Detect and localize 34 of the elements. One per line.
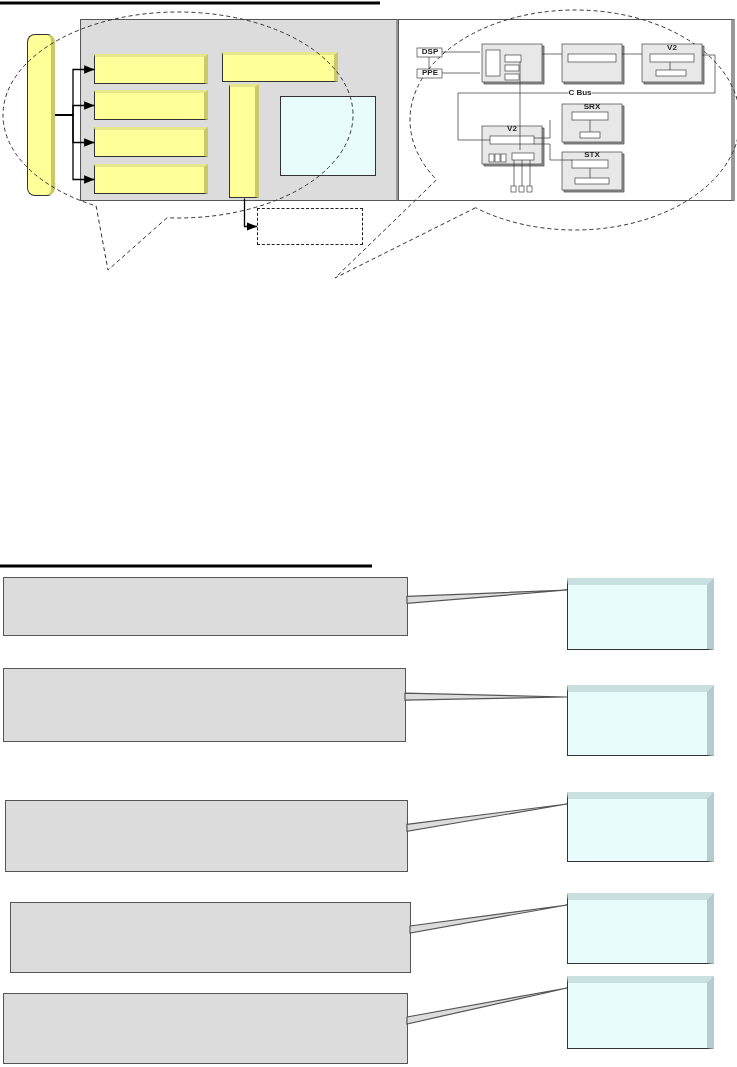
callout-box bbox=[3, 993, 408, 1064]
callout-tail bbox=[406, 803, 568, 833]
block-box bbox=[94, 54, 208, 84]
block-box bbox=[567, 792, 714, 862]
component-label: V2 bbox=[507, 125, 517, 133]
block-box bbox=[94, 127, 208, 157]
component-label: V2 bbox=[667, 44, 677, 52]
bar-box bbox=[27, 34, 55, 196]
callout-tail bbox=[406, 987, 568, 1025]
component-label: DSP bbox=[421, 48, 439, 56]
component-label: PPE bbox=[422, 69, 438, 77]
component-label: SRX bbox=[583, 103, 601, 111]
display-box bbox=[280, 96, 376, 176]
block-box bbox=[567, 893, 714, 964]
callout-tail bbox=[409, 904, 568, 934]
component-label: C Bus bbox=[568, 89, 592, 97]
block-box bbox=[222, 52, 338, 82]
callout-box bbox=[5, 800, 408, 872]
arrow bbox=[243, 197, 258, 231]
bar-box bbox=[229, 84, 259, 198]
callout-box bbox=[10, 902, 411, 973]
block-box bbox=[567, 976, 714, 1049]
component-label: STX bbox=[584, 151, 600, 159]
callout-tail bbox=[406, 589, 568, 605]
block-box bbox=[567, 578, 714, 650]
arrow bbox=[54, 114, 96, 184]
callout-box bbox=[3, 577, 408, 636]
block-box bbox=[94, 164, 208, 194]
block-box bbox=[567, 685, 714, 756]
block-box bbox=[94, 90, 208, 120]
dashed-box bbox=[257, 208, 363, 245]
callout-box bbox=[3, 668, 406, 742]
panel bbox=[80, 19, 400, 201]
callout-tail bbox=[404, 692, 568, 701]
